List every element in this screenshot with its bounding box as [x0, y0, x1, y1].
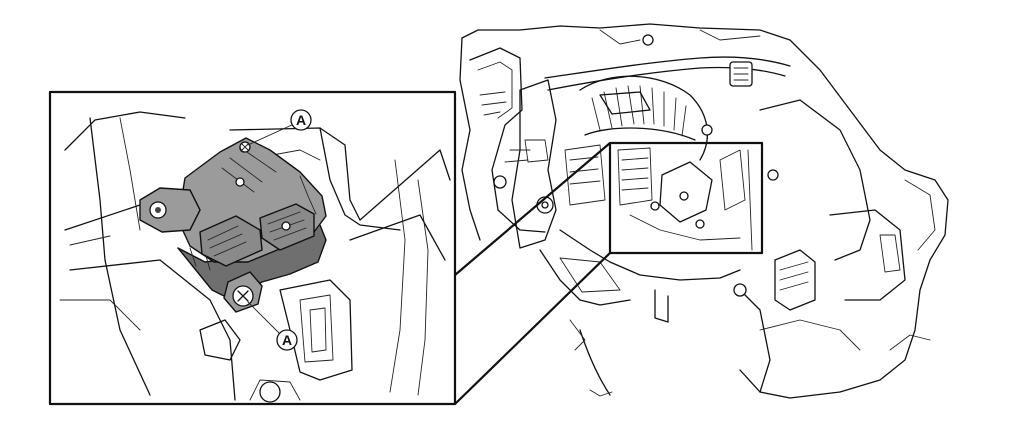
callout-a-bottom-label: A [282, 332, 292, 348]
overview-detail-frame [608, 141, 764, 255]
detail-view: A A [48, 90, 457, 406]
callout-a-top: A [247, 109, 312, 146]
overview-actuator [617, 147, 753, 251]
hvac-assembly-overview [459, 23, 949, 399]
actuator-part [139, 137, 327, 313]
detail-frame [48, 90, 457, 406]
magnification-leader [454, 142, 611, 405]
callout-a-bottom: A [247, 301, 298, 351]
callout-a-top-label: A [296, 112, 306, 128]
